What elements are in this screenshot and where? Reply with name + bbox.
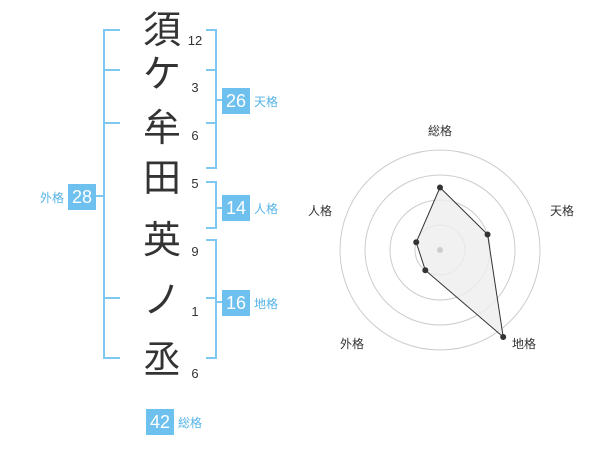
radar-shape — [415, 186, 504, 339]
name-char-7: 丞 — [142, 338, 181, 382]
soukaku-result: 42 総格 — [146, 409, 202, 435]
name-char-2: ケ — [142, 52, 181, 96]
radar-label-gaikaku: 外格 — [340, 337, 365, 351]
name-char-4: 田 — [142, 156, 181, 200]
radar-point-soukaku — [437, 184, 443, 191]
gaikaku-value: 28 — [68, 184, 97, 210]
stroke-count-5: 9 — [191, 244, 199, 259]
radar-label-soukaku: 総格 — [428, 124, 453, 138]
radar-point-chikaku — [500, 333, 507, 340]
name-char-6: ノ — [142, 278, 181, 322]
name-char-1: 須 — [142, 8, 181, 52]
chikaku-label: 地格 — [254, 296, 279, 311]
radar-label-jinkaku: 人格 — [308, 204, 333, 218]
stroke-count-1: 12 — [187, 33, 203, 48]
radar-grid-ring — [339, 149, 541, 351]
stroke-count-6: 1 — [191, 304, 199, 319]
jinkaku-value: 14 — [222, 195, 250, 221]
tenkaku-label: 天格 — [254, 94, 279, 109]
gaikaku-bracket — [103, 29, 120, 359]
name-char-3: 牟 — [142, 106, 181, 150]
radar-label-tenkaku: 天格 — [550, 204, 575, 218]
soukaku-value: 42 — [146, 409, 174, 435]
radar-point-gaikaku — [422, 267, 429, 274]
stroke-count-4: 5 — [191, 176, 199, 191]
radar-points — [413, 184, 507, 340]
radar-point-jinkaku — [413, 239, 420, 246]
radar-label-chikaku: 地格 — [512, 337, 537, 351]
tenkaku-value: 26 — [222, 88, 250, 114]
chikaku-value: 16 — [222, 290, 250, 316]
name-char-5: 英 — [142, 218, 181, 262]
jinkaku-result: 14 人格 — [222, 195, 278, 221]
radar-center-dot — [437, 247, 443, 253]
stroke-count-7: 6 — [191, 366, 199, 381]
jinkaku-label: 人格 — [254, 201, 279, 216]
gaikaku-label: 外格 — [40, 190, 65, 205]
stroke-count-3: 6 — [191, 128, 199, 143]
tenkaku-result: 26 天格 — [222, 88, 278, 114]
radar-point-tenkaku — [484, 231, 491, 238]
chikaku-result: 16 地格 — [222, 290, 278, 316]
gaikaku-result: 28 外格 — [40, 184, 97, 210]
jinkaku-bracket — [206, 181, 217, 229]
stroke-count-2: 3 — [191, 80, 199, 95]
radar-grid-ring — [364, 174, 516, 326]
soukaku-label: 総格 — [178, 415, 203, 430]
